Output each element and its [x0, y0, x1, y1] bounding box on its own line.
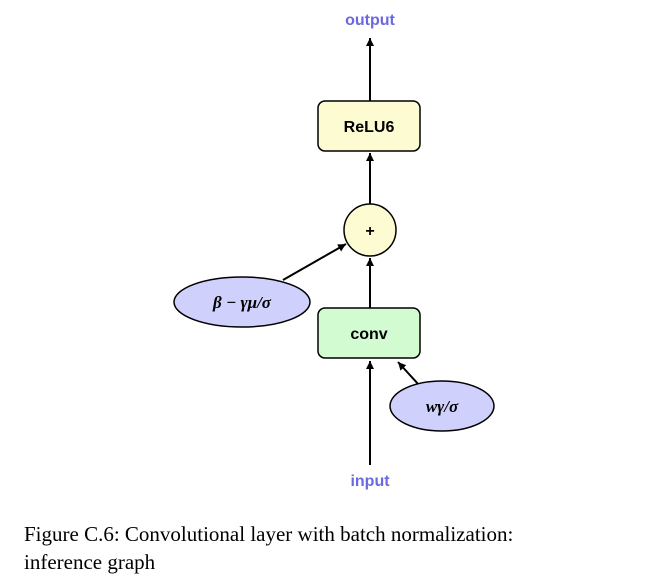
relu6-label: ReLU6 — [344, 119, 395, 136]
conv-node: conv — [317, 307, 421, 359]
add-node: + — [343, 203, 397, 257]
caption-line-1: Figure C.6: Convolutional layer with bat… — [24, 522, 514, 546]
figure-caption: Figure C.6: Convolutional layer with bat… — [24, 520, 649, 576]
conv-label: conv — [350, 326, 387, 343]
input-label: input — [350, 473, 390, 490]
weight-term-node: wγ/σ — [389, 380, 495, 432]
output-label: output — [345, 12, 395, 29]
arrow-weight-to-conv — [397, 361, 420, 386]
arrow-bias-to-add — [282, 243, 347, 281]
add-label: + — [365, 223, 374, 240]
weight-term-label: wγ/σ — [426, 397, 459, 416]
bias-term-label: β − γμ/σ — [212, 293, 272, 312]
relu6-node: ReLU6 — [317, 100, 421, 152]
bias-term-node: β − γμ/σ — [173, 276, 311, 328]
caption-line-2: inference graph — [24, 550, 156, 574]
